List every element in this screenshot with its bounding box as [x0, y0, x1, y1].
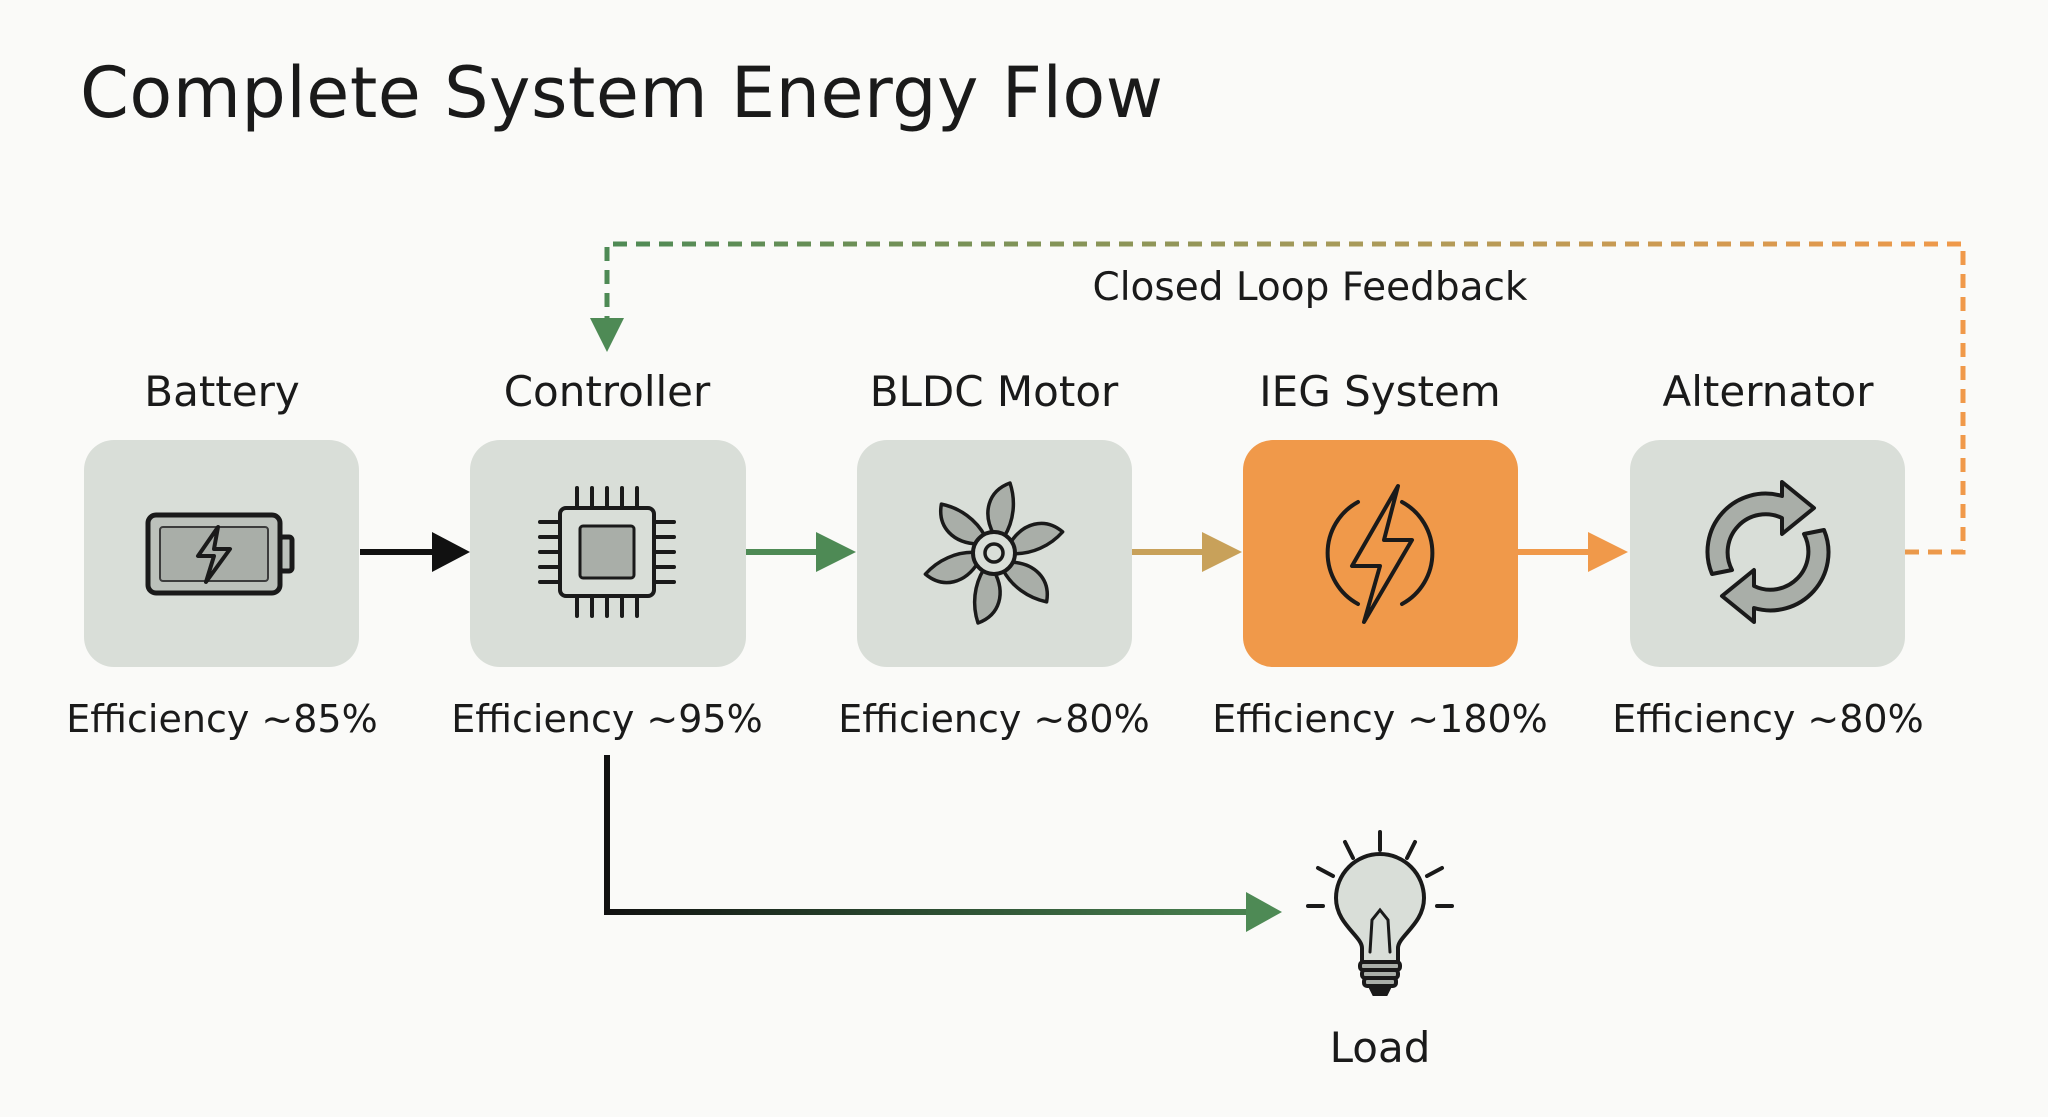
- node-box: [1243, 440, 1518, 667]
- node-load: Load: [1306, 830, 1454, 1072]
- fan-icon: [923, 481, 1065, 625]
- battery-icon: [145, 512, 295, 596]
- refresh-icon: [1705, 480, 1831, 624]
- node-ieg-system: IEG System Efficiency ~180%: [1212, 367, 1548, 741]
- node-box: [1630, 440, 1905, 667]
- node-name: BLDC Motor: [870, 367, 1119, 416]
- node-efficiency: Efficiency ~80%: [1612, 697, 1923, 741]
- feedback-arrowhead: [590, 318, 624, 352]
- node-name: Controller: [504, 367, 711, 416]
- arrowhead-controller-bldc: [816, 532, 856, 572]
- arrowhead-ieg-alternator: [1588, 532, 1628, 572]
- arrowhead-bldc-ieg: [1202, 532, 1242, 572]
- arrowhead-controller-load: [1246, 892, 1282, 932]
- chip-icon: [538, 486, 676, 618]
- feedback-label: Closed Loop Feedback: [1092, 265, 1527, 310]
- node-name: Battery: [144, 367, 299, 416]
- page-title: Complete System Energy Flow: [80, 52, 1164, 134]
- arrowhead-battery-controller: [432, 532, 470, 572]
- feedback-line: [604, 241, 1966, 555]
- lightning-circle-icon: [1325, 484, 1435, 624]
- arrow-controller-load: [604, 755, 1250, 915]
- node-bldc-motor: BLDC Motor Efficiency ~80%: [838, 367, 1149, 741]
- light-bulb-icon: [1306, 830, 1454, 996]
- node-battery: Battery Efficiency ~85%: [66, 367, 377, 741]
- node-efficiency: Efficiency ~180%: [1212, 697, 1548, 741]
- node-efficiency: Efficiency ~80%: [838, 697, 1149, 741]
- load-label: Load: [1330, 1023, 1431, 1072]
- node-alternator: Alternator Efficiency ~80%: [1612, 367, 1923, 741]
- node-name: Alternator: [1662, 367, 1874, 416]
- node-efficiency: Efficiency ~95%: [451, 697, 762, 741]
- node-efficiency: Efficiency ~85%: [66, 697, 377, 741]
- flow-arrows: [360, 532, 1628, 932]
- node-name: IEG System: [1259, 367, 1500, 416]
- feedback-loop: Closed Loop Feedback: [590, 241, 1966, 555]
- node-controller: Controller Efficiency ~95%: [451, 367, 762, 741]
